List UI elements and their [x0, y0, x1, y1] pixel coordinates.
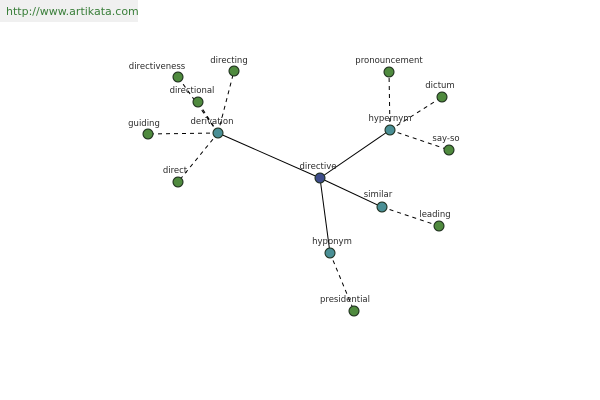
- node-hyponym[interactable]: [324, 247, 336, 259]
- label-pronouncement[interactable]: pronouncement: [355, 56, 423, 66]
- edge-directive-hypernym: [319, 129, 391, 179]
- node-hypernym[interactable]: [384, 124, 396, 136]
- node-dictum[interactable]: [436, 91, 448, 103]
- node-directional[interactable]: [192, 96, 204, 108]
- edge-hypernym-say-so: [389, 129, 450, 151]
- edge-directive-hyponym: [319, 177, 331, 254]
- edge-hypernym-dictum: [389, 96, 443, 131]
- label-directive[interactable]: directive: [300, 162, 337, 172]
- node-directiveness[interactable]: [172, 71, 184, 83]
- label-dictum[interactable]: dictum: [425, 81, 454, 91]
- label-directional[interactable]: directional: [170, 86, 215, 96]
- edge-derivation-directional: [197, 101, 219, 134]
- label-presidential[interactable]: presidential: [320, 295, 370, 305]
- node-similar[interactable]: [376, 201, 388, 213]
- edge-similar-leading: [381, 206, 440, 227]
- label-derivation[interactable]: derivation: [190, 117, 233, 127]
- watermark-url[interactable]: http://www.artikata.com: [6, 5, 139, 18]
- node-leading[interactable]: [433, 220, 445, 232]
- edge-hyponym-presidential: [329, 252, 355, 312]
- edge-derivation-direct: [177, 132, 219, 183]
- edge-directive-derivation: [217, 132, 321, 179]
- node-derivation[interactable]: [212, 127, 224, 139]
- node-direct[interactable]: [172, 176, 184, 188]
- label-say-so[interactable]: say-so: [432, 134, 459, 144]
- edge-derivation-directing: [217, 70, 235, 134]
- label-directiveness[interactable]: directiveness: [129, 62, 186, 72]
- label-guiding[interactable]: guiding: [128, 119, 160, 129]
- edge-directive-similar: [319, 177, 383, 208]
- node-directive[interactable]: [314, 172, 326, 184]
- label-leading[interactable]: leading: [419, 210, 450, 220]
- graph-nodes: [142, 65, 455, 317]
- label-direct[interactable]: direct: [163, 166, 188, 176]
- graph-edges: [147, 70, 450, 312]
- node-directing[interactable]: [228, 65, 240, 77]
- node-say-so[interactable]: [443, 144, 455, 156]
- label-similar[interactable]: similar: [364, 190, 393, 200]
- url-banner: http://www.artikata.com: [0, 0, 139, 22]
- node-guiding[interactable]: [142, 128, 154, 140]
- graph-labels: directive derivation hypernym similar hypony…: [128, 56, 459, 305]
- node-presidential[interactable]: [348, 305, 360, 317]
- label-hyponym[interactable]: hyponym: [312, 237, 352, 247]
- edge-hypernym-pronouncement: [388, 71, 391, 131]
- label-directing[interactable]: directing: [210, 56, 247, 66]
- label-hypernym[interactable]: hypernym: [368, 114, 411, 124]
- node-pronouncement[interactable]: [383, 66, 395, 78]
- edge-derivation-guiding: [147, 132, 219, 135]
